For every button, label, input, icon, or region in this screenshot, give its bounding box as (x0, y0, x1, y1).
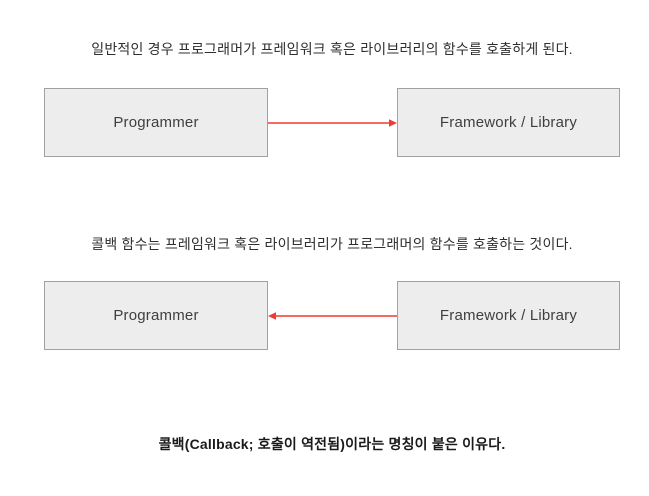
caption-callback-call: 콜백 함수는 프레임워크 혹은 라이브러리가 프로그래머의 함수를 호출하는 것… (91, 236, 573, 252)
arrow-right-icon (268, 119, 397, 127)
footer-conclusion: 콜백(Callback; 호출이 역전됨)이라는 명칭이 붙은 이유다. (158, 436, 506, 452)
box-programmer-top: Programmer (44, 88, 268, 157)
box-programmer-bottom-label: Programmer (113, 307, 199, 324)
box-framework-library-bottom-label: Framework / Library (439, 307, 578, 324)
box-framework-library-bottom: Framework / Library (397, 281, 620, 350)
arrow-left-icon (268, 312, 397, 320)
box-programmer-bottom: Programmer (44, 281, 268, 350)
box-programmer-top-label: Programmer (113, 114, 199, 131)
box-framework-library-top: Framework / Library (397, 88, 620, 157)
box-framework-library-top-label: Framework / Library (439, 114, 578, 131)
caption-normal-call: 일반적인 경우 프로그래머가 프레임워크 혹은 라이브러리의 함수를 호출하게 … (91, 41, 573, 57)
